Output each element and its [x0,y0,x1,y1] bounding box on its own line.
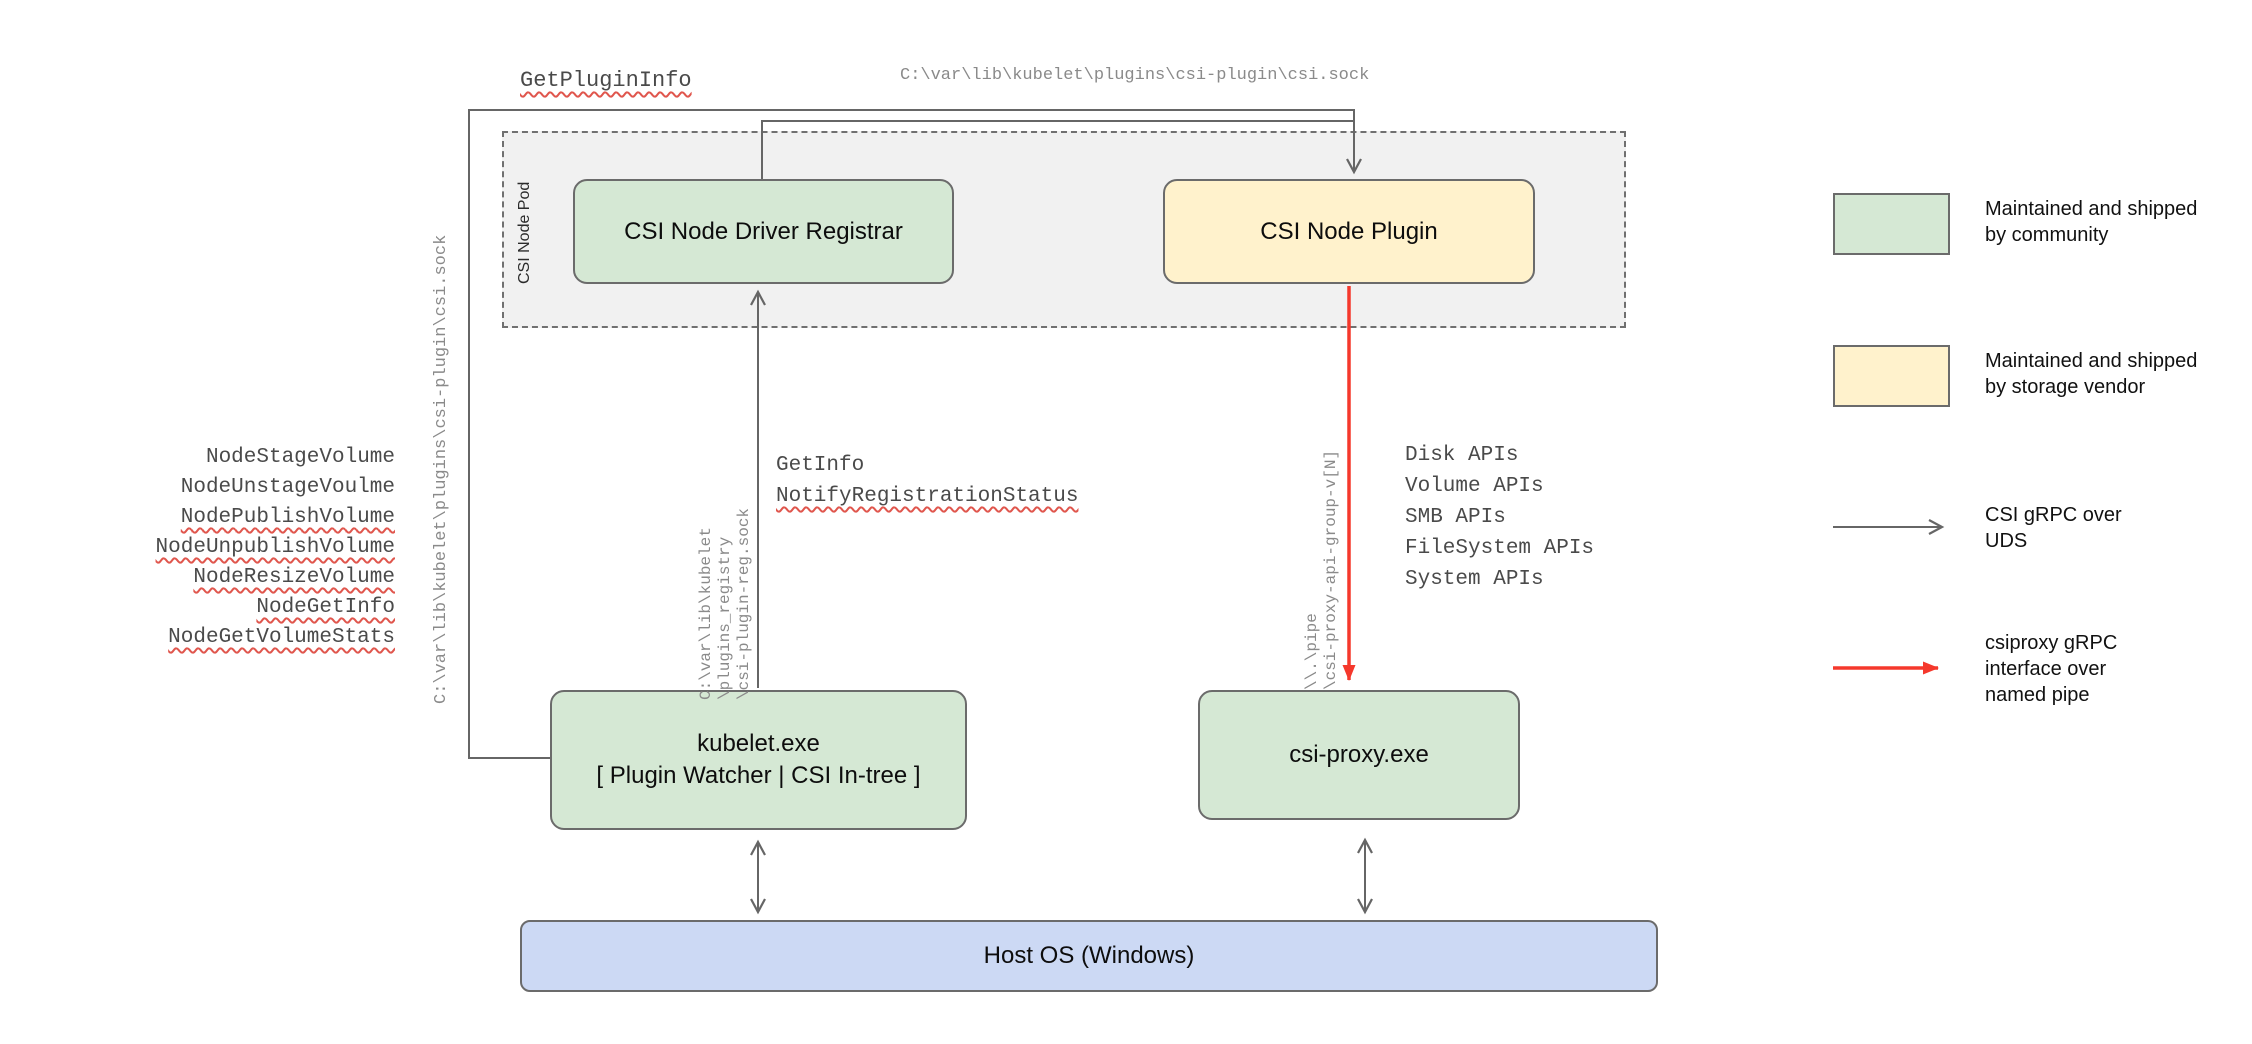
csi-node-methods-list: NodeStageVolume NodeUnstageVoulme NodePu… [80,443,395,653]
get-plugin-info-label: GetPluginInfo [520,68,692,93]
proxy-api: FileSystem APIs [1405,537,1595,560]
proxy-api: Disk APIs [1405,444,1519,467]
registrar-to-plugin-line [761,120,1353,179]
csi-node-driver-registrar-box: CSI Node Driver Registrar [573,179,954,284]
node-method: NodeUnstageVoulme [180,476,395,499]
csi-node-pod-label: CSI Node Pod [516,181,533,284]
notify-registration-status-label: NotifyRegistrationStatus [776,485,1079,508]
node-method: NodeGetInfo [256,596,395,619]
legend-red-arrow-label: csiproxy gRPC interface over named pipe [1985,632,2118,706]
registration-rpc-labels: GetInfo NotifyRegistrationStatus [776,450,1078,512]
node-method: NodeUnpublishVolume [155,536,395,559]
get-info-label: GetInfo [776,454,865,477]
node-method: NodePublishVolume [180,506,395,529]
kubelet-box: kubelet.exe [ Plugin Watcher | CSI In-tr… [550,690,967,830]
legend-vendor-swatch [1833,345,1950,407]
named-pipe-path-label: \\.\pipe \csi-proxy-api-group-v[N] [1303,449,1340,690]
kubelet-to-plugin-line [468,109,1362,759]
node-method: NodeStageVolume [205,446,395,469]
csi-proxy-box: csi-proxy.exe [1198,690,1520,820]
registry-sock-path-label: C:\var\lib\kubelet \plugins_registry \cs… [697,507,753,700]
proxy-api: SMB APIs [1405,506,1506,529]
proxy-api: Volume APIs [1405,475,1544,498]
legend-vendor-label: Maintained and shipped by storage vendor [1985,350,2198,398]
csi-sock-path-left-label: C:\var\lib\kubelet\plugins\csi-plugin\cs… [432,234,451,704]
host-os-box: Host OS (Windows) [520,920,1658,992]
legend-community-swatch [1833,193,1950,255]
proxy-api: System APIs [1405,568,1544,591]
csi-proxy-api-list: Disk APIs Volume APIs SMB APIs FileSyste… [1405,440,1594,595]
csi-node-plugin-box: CSI Node Plugin [1163,179,1535,284]
legend-gray-arrow-label: CSI gRPC over UDS [1985,504,2122,552]
node-method: NodeResizeVolume [193,566,395,589]
legend-community-label: Maintained and shipped by community [1985,198,2198,246]
csi-sock-path-top-label: C:\var\lib\kubelet\plugins\csi-plugin\cs… [900,66,1370,85]
node-method: NodeGetVolumeStats [168,626,395,649]
